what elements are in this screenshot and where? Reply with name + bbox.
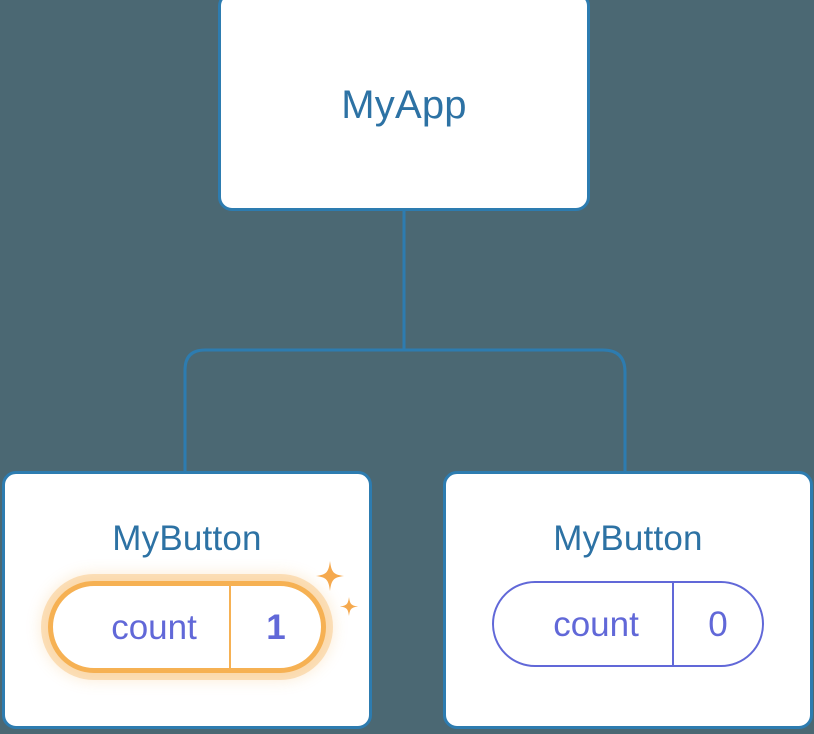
state-pill-left[interactable]: count 1: [48, 581, 326, 673]
state-pill-divider-left: [229, 586, 231, 668]
node-card-mybutton-left[interactable]: MyButton count 1: [2, 471, 372, 729]
state-pill-right-wrapper: count 0: [492, 581, 764, 667]
state-key-right: count: [553, 604, 639, 644]
connector-branch: [183, 348, 627, 471]
state-pill-divider-right: [672, 583, 674, 665]
state-key-left: count: [111, 607, 197, 647]
state-value-left: 1: [266, 607, 286, 647]
node-card-myapp[interactable]: MyApp: [218, 0, 590, 211]
node-card-mybutton-right[interactable]: MyButton count 0: [443, 471, 813, 729]
sparkle-small-icon: [340, 597, 358, 616]
node-label-myapp: MyApp: [341, 83, 467, 127]
sparkle-large-icon: [316, 561, 344, 591]
node-label-mybutton-left: MyButton: [112, 519, 262, 558]
state-value-right: 0: [708, 604, 728, 644]
state-pill-right[interactable]: count 0: [492, 581, 764, 667]
state-pill-left-wrapper: count 1: [48, 561, 358, 673]
node-label-mybutton-right: MyButton: [553, 519, 703, 558]
